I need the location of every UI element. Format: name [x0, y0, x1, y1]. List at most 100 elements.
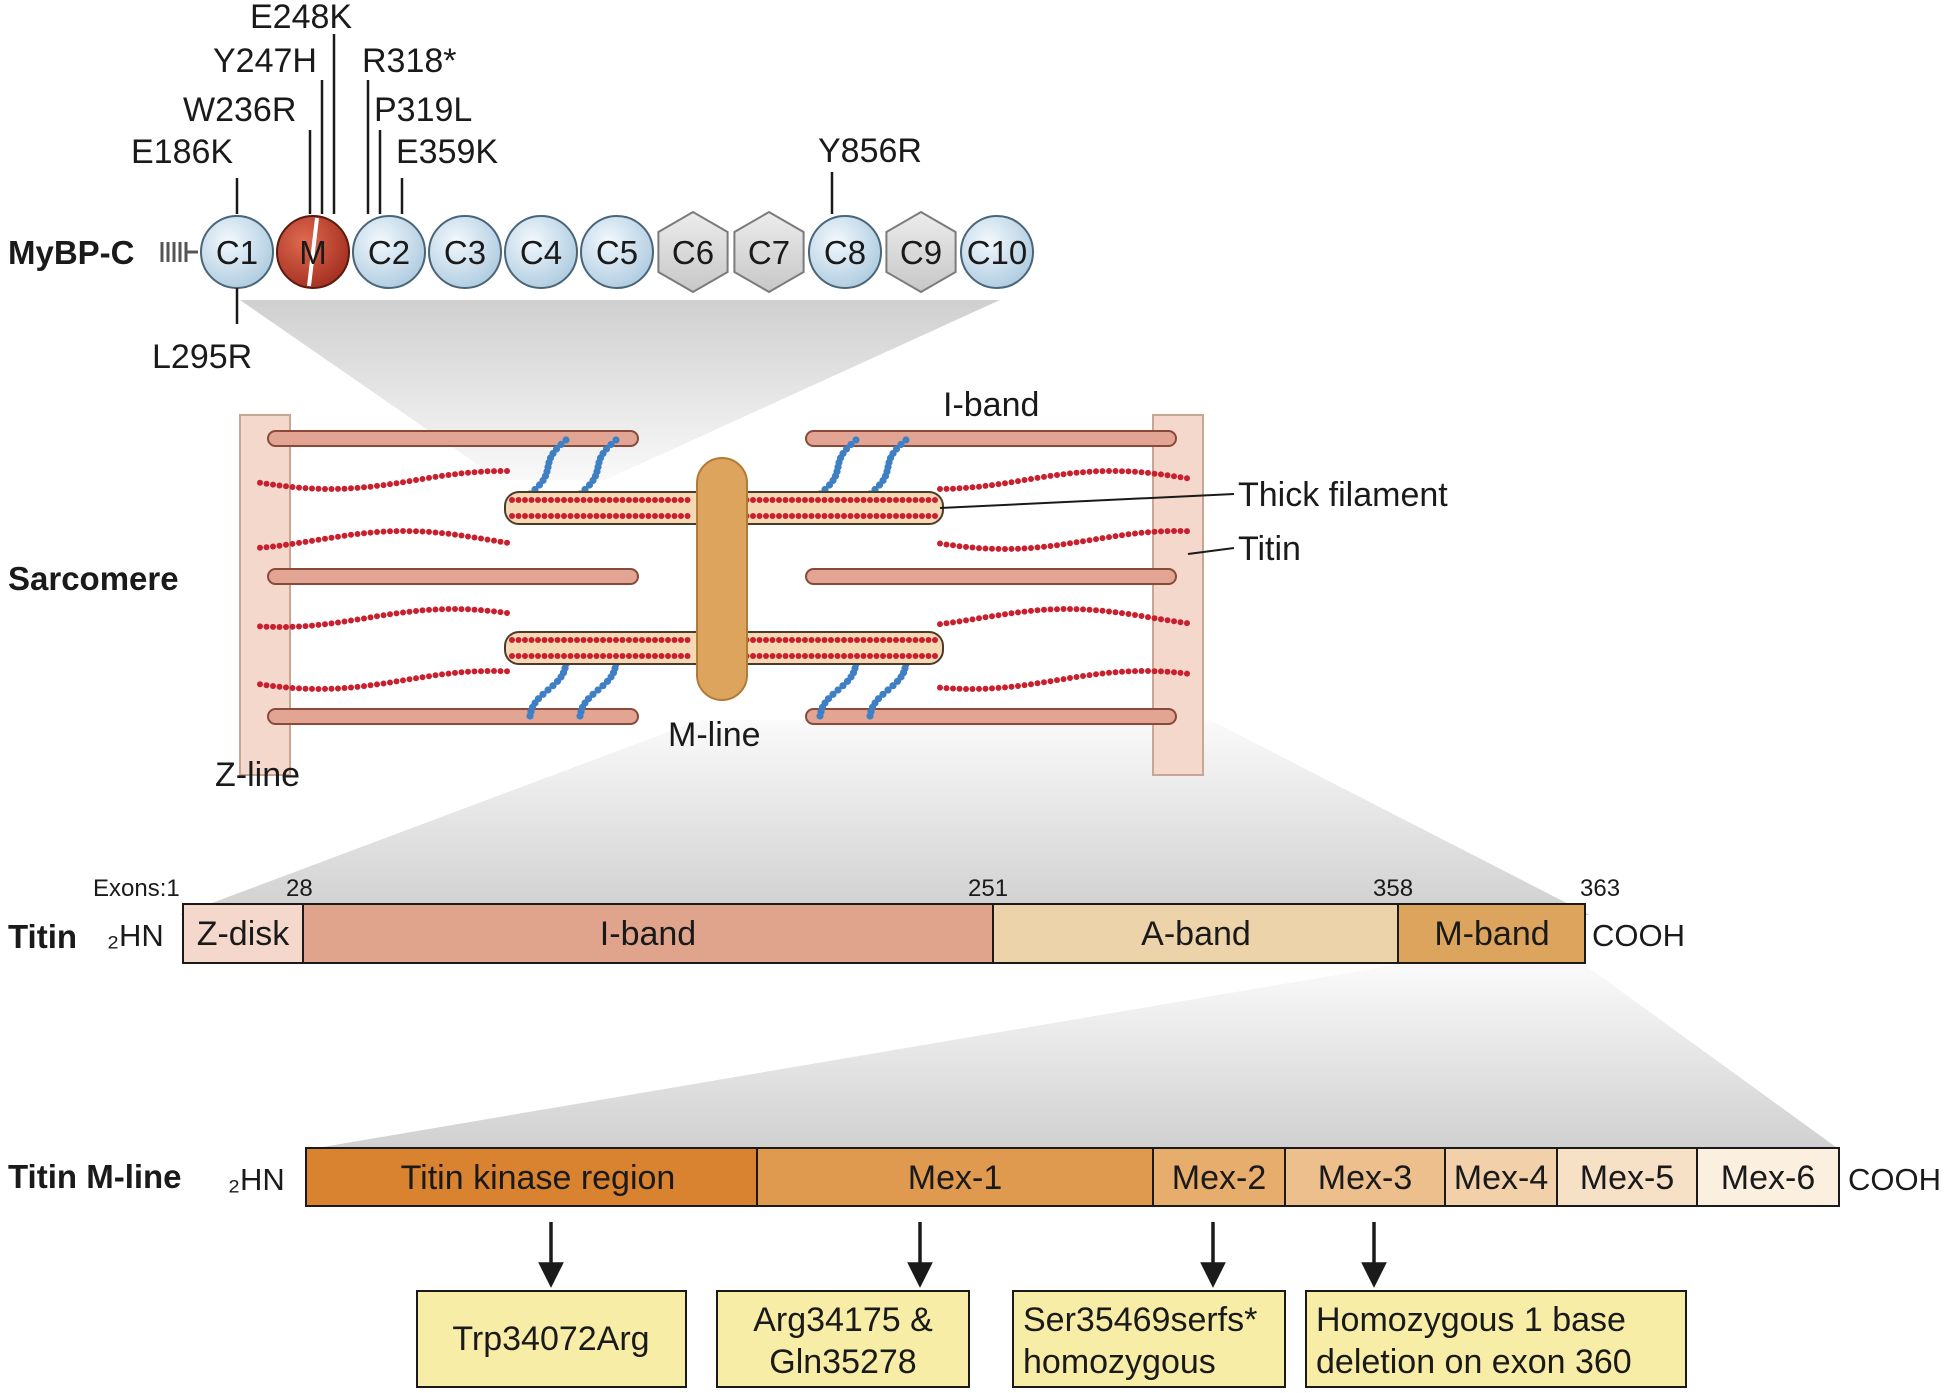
mybpc-domain-c9: C9 [885, 210, 957, 294]
mutation-box-text: Trp34072Arg [452, 1320, 649, 1358]
titin-region-i-band [302, 903, 994, 964]
mutation-box-text: Arg34175 & [753, 1301, 933, 1339]
mybpc-domain-c1: C1 [200, 215, 274, 289]
mutation-p319l: P319L [374, 91, 472, 129]
mybpc-domain-label: C4 [520, 234, 562, 271]
mutation-e359k: E359K [396, 133, 498, 171]
titin-exon-363: 363 [1580, 875, 1620, 902]
mybpc-linker [160, 242, 198, 262]
mutation-y856r: Y856R [818, 132, 922, 170]
mutation-y247h: Y247H [213, 42, 317, 80]
mutation-r318: R318* [362, 42, 457, 80]
mybpc-domain-label: C8 [824, 234, 866, 271]
titin-strand [257, 528, 510, 551]
mutation-e248k: E248K [250, 0, 352, 36]
titin-mline-n-terminus: ₂HN [228, 1162, 285, 1197]
mybpc-domain-m: M [276, 215, 350, 289]
mybpc-domain-label: C2 [368, 234, 410, 271]
mutation-box-text: Homozygous 1 base [1316, 1301, 1626, 1339]
mline-region-label: Titin kinase region [401, 1159, 676, 1197]
titin-region-label: I-band [600, 915, 696, 953]
mutation-box-text: Ser35469serfs* [1023, 1301, 1257, 1339]
zoom-wedge-mybpc [240, 300, 1000, 480]
mline-region-titin-kinase [305, 1147, 758, 1207]
titin-exon-251: 251 [968, 875, 1008, 902]
thin-filament [267, 568, 639, 585]
mline-region-label: Mex-2 [1172, 1159, 1266, 1197]
mline-region-label: Mex-3 [1318, 1159, 1412, 1197]
titin-strand [937, 668, 1190, 692]
titin-strand [257, 606, 510, 630]
mybpc-domain-chain: C1 M C2 C3 C4 C5 C6 C7 C8 C9 C10 [200, 210, 1034, 294]
thick-filament-bead-row [509, 637, 938, 643]
mybpc-domain-c7: C7 [733, 210, 805, 294]
titin-region-label: M-band [1434, 915, 1549, 953]
zoom-wedge-titin [305, 965, 1840, 1150]
mybpc-domain-label: C1 [216, 234, 258, 271]
titin-strand [257, 668, 510, 692]
m-line-bar [696, 457, 748, 701]
titin-c-terminus: COOH [1592, 918, 1685, 953]
titin-exon-358: 358 [1373, 875, 1413, 902]
mybpc-domain-label: C10 [967, 234, 1028, 271]
thick-filament-label: Thick filament [1238, 476, 1448, 514]
mutation-box-trp34072arg [416, 1290, 687, 1388]
z-line-label: Z-line [215, 756, 300, 794]
mline-region-label: Mex-1 [908, 1159, 1002, 1197]
thin-filament [805, 708, 1177, 725]
myosin-head [526, 436, 570, 498]
mutation-l295r: L295R [152, 338, 252, 376]
mybpc-domain-c2: C2 [352, 215, 426, 289]
thick-filament-beads [509, 497, 938, 659]
titin-strands [257, 468, 1190, 692]
mutation-box-text: homozygous [1023, 1343, 1216, 1381]
mline-region-mex-2 [1152, 1147, 1286, 1207]
mline-region-mex-3 [1284, 1147, 1446, 1207]
sarcomere-i-band-label: I-band [943, 386, 1039, 424]
mybpc-label: MyBP-C [8, 234, 135, 271]
titin-row-label: Titin [8, 918, 77, 955]
mline-region-label: Mex-5 [1580, 1159, 1674, 1197]
myosin-head [576, 436, 620, 498]
thin-filament [805, 430, 1177, 447]
mline-region-mex-6 [1696, 1147, 1840, 1207]
mutation-stems [235, 34, 834, 324]
mybpc-domain-c3: C3 [428, 215, 502, 289]
mybpc-domain-label: M [299, 234, 327, 271]
mline-region-mex-5 [1556, 1147, 1698, 1207]
mybpc-domain-label: C5 [596, 234, 638, 271]
thin-filament [805, 568, 1177, 585]
titin-mline-row-label: Titin M-line [8, 1158, 182, 1195]
titin-n-terminus: ₂HN [107, 918, 164, 953]
leader-lines [939, 493, 1235, 555]
titin-mline-c-terminus: COOH [1848, 1162, 1941, 1197]
mutation-box-arg34175-gln35278 [716, 1290, 970, 1388]
myosin-head [816, 660, 860, 720]
mybpc-domain-label: C3 [444, 234, 486, 271]
zoom-wedge-sarcomere [180, 720, 1590, 915]
mybpc-domain-label: C7 [748, 234, 790, 271]
m-line-label: M-line [668, 716, 761, 754]
myosin-head [816, 436, 860, 498]
mybpc-domain-c6: C6 [657, 210, 729, 294]
myosin-head [866, 660, 910, 720]
thin-filament [267, 430, 639, 447]
sarcomere-label: Sarcomere [8, 560, 179, 597]
mutation-box-1-base-deletion [1305, 1290, 1687, 1388]
mybpc-domain-label: C9 [900, 234, 942, 271]
thick-filament-bead-row [509, 497, 938, 503]
mutation-e186k: E186K [131, 133, 233, 171]
mutation-w236r: W236R [183, 91, 296, 129]
titin-region-label: Z-disk [197, 915, 291, 953]
titin-label: Titin [1238, 530, 1301, 568]
mybpc-domain-label: C6 [672, 234, 714, 271]
titin-exon-28: 28 [286, 875, 313, 902]
titin-strand [937, 606, 1190, 628]
titin-exons-prefix: Exons:1 [93, 875, 180, 902]
thin-filament [267, 708, 639, 725]
mybpc-domain-c10: C10 [960, 215, 1034, 289]
mutation-box-text: deletion on exon 360 [1316, 1343, 1632, 1381]
mline-region-label: Mex-4 [1454, 1159, 1548, 1197]
titin-strand [937, 528, 1190, 552]
